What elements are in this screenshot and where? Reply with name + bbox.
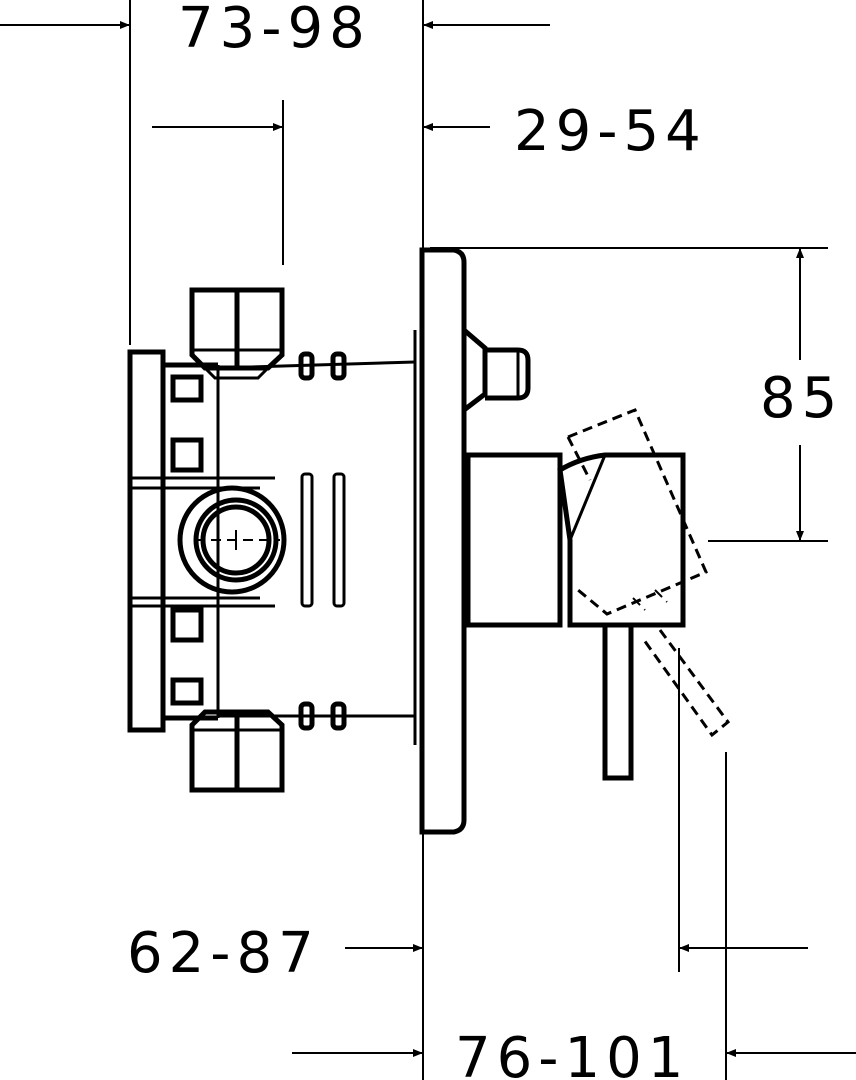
top-connection-nut [189, 287, 285, 380]
dimension-label-bottom-width: 76-101 [455, 1026, 689, 1080]
cover-plate [413, 247, 467, 835]
dimension-label-lower-width: 62-87 [127, 921, 320, 986]
dimension-lower-width: 62-87 [127, 648, 808, 986]
dimension-top-width: 73-98 [0, 0, 550, 1080]
mounting-screws [217, 351, 416, 731]
dimension-label-top-width: 73-98 [178, 0, 371, 61]
lever-alt-position [566, 408, 731, 738]
dimension-label-mid-width: 29-54 [514, 99, 707, 164]
lever-handle [465, 452, 686, 781]
dimension-mid-width: 29-54 [152, 99, 707, 265]
mixer-body [127, 349, 346, 733]
dimension-bottom-width: 76-101 [292, 752, 856, 1080]
diverter-knob [462, 328, 531, 412]
dimension-height: 85 [430, 247, 843, 542]
bottom-connection-nut [189, 709, 285, 793]
dimension-label-height: 85 [760, 366, 843, 431]
